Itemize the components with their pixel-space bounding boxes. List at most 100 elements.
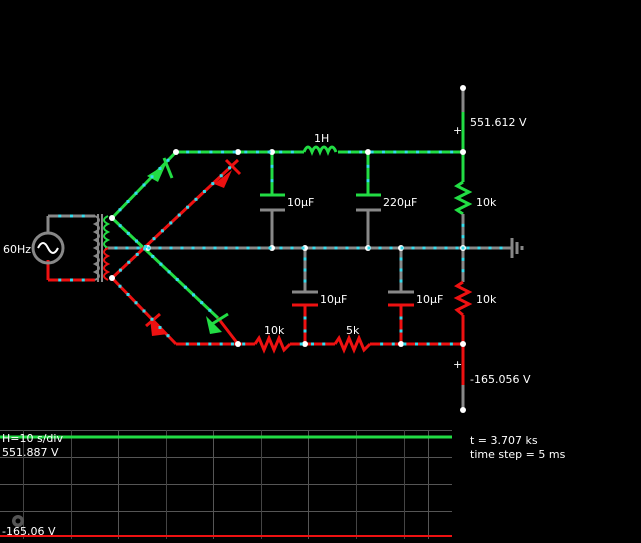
gear-icon[interactable] bbox=[12, 515, 24, 527]
current-dot bbox=[378, 246, 382, 250]
resistor-series-2-icon[interactable] bbox=[333, 334, 372, 354]
current-dot bbox=[160, 229, 164, 233]
current-dot bbox=[158, 246, 162, 250]
current-dot bbox=[158, 167, 162, 170]
current-dot bbox=[125, 246, 129, 250]
current-dot bbox=[322, 342, 326, 346]
current-dot bbox=[268, 246, 272, 250]
transformer-icon[interactable] bbox=[92, 214, 111, 282]
current-dot bbox=[197, 150, 201, 154]
current-dot bbox=[461, 257, 465, 261]
current-dot bbox=[211, 182, 215, 186]
resistor-bottom-icon[interactable] bbox=[453, 248, 473, 317]
current-dot bbox=[399, 257, 403, 261]
current-dot bbox=[147, 246, 151, 250]
plus-sign-bottom: + bbox=[453, 358, 463, 371]
current-dot bbox=[134, 301, 138, 305]
capacitor-1-icon[interactable] bbox=[260, 193, 285, 212]
positive-rail[interactable] bbox=[110, 127, 465, 320]
current-dot bbox=[391, 342, 395, 346]
current-dot bbox=[366, 164, 370, 168]
scope-panel[interactable]: H=10 s/div 551.887 V -165.06 V bbox=[0, 430, 452, 539]
current-dot bbox=[399, 329, 403, 333]
source-wiring[interactable] bbox=[46, 214, 95, 232]
current-dot bbox=[449, 342, 453, 346]
current-dot bbox=[142, 183, 146, 187]
current-dot bbox=[290, 150, 294, 154]
scope-min-voltage: -165.06 V bbox=[2, 525, 56, 538]
current-dot bbox=[158, 326, 162, 329]
capacitor-3-icon[interactable] bbox=[292, 290, 318, 307]
current-dot bbox=[166, 334, 170, 338]
current-dot bbox=[208, 342, 212, 346]
diode-bottom-right-icon[interactable] bbox=[206, 312, 229, 334]
circuit-canvas[interactable] bbox=[0, 0, 641, 430]
current-dot bbox=[461, 246, 465, 250]
current-dot bbox=[426, 342, 430, 346]
current-dot bbox=[381, 150, 385, 154]
current-dot bbox=[312, 246, 316, 250]
current-dot bbox=[118, 268, 122, 272]
current-dot bbox=[70, 278, 73, 282]
current-dot bbox=[367, 246, 371, 250]
inductor-icon[interactable] bbox=[302, 145, 338, 157]
current-dot bbox=[461, 223, 465, 227]
current-dot bbox=[209, 150, 213, 154]
ground-rail[interactable] bbox=[105, 210, 512, 292]
current-dot bbox=[150, 175, 154, 179]
current-dot bbox=[303, 316, 307, 320]
current-dot bbox=[118, 284, 122, 288]
resistor-series-1-icon[interactable] bbox=[253, 334, 292, 354]
current-dot bbox=[301, 246, 305, 250]
resistor-series-2-label: 5k bbox=[346, 324, 360, 337]
current-dot bbox=[197, 342, 201, 346]
current-dot bbox=[180, 246, 184, 250]
current-dot bbox=[151, 254, 155, 258]
current-dot bbox=[202, 246, 206, 250]
current-dot bbox=[159, 262, 163, 266]
scope-max-voltage: 551.887 V bbox=[2, 446, 59, 459]
current-dot bbox=[246, 246, 250, 250]
current-dot bbox=[303, 268, 307, 272]
current-dot bbox=[81, 278, 85, 282]
current-dot bbox=[444, 246, 448, 250]
current-dot bbox=[169, 221, 173, 225]
current-dot bbox=[455, 246, 459, 250]
current-dot bbox=[433, 246, 437, 250]
scope-grid bbox=[0, 430, 452, 539]
current-dot bbox=[488, 246, 492, 250]
resistor-top-icon[interactable] bbox=[453, 180, 473, 248]
capacitor-2-label: 220µF bbox=[383, 196, 418, 209]
current-dot bbox=[416, 150, 420, 154]
current-dot bbox=[232, 150, 236, 154]
current-dot bbox=[118, 208, 122, 212]
diode-top-right-icon[interactable] bbox=[214, 158, 242, 188]
current-dot bbox=[438, 342, 442, 346]
voltage-top-label: 551.612 V bbox=[470, 116, 527, 129]
current-dot bbox=[186, 205, 190, 209]
current-dot bbox=[169, 246, 173, 250]
current-dot bbox=[127, 260, 131, 264]
current-dot bbox=[366, 179, 370, 183]
current-dot bbox=[389, 246, 393, 250]
capacitor-4-label: 10µF bbox=[416, 293, 444, 306]
ground-icon[interactable] bbox=[510, 238, 524, 258]
current-dot bbox=[191, 246, 195, 250]
capacitor-1-label: 10µF bbox=[287, 196, 315, 209]
current-dot bbox=[208, 308, 212, 312]
current-dot bbox=[356, 246, 360, 250]
plus-sign-top: + bbox=[453, 124, 463, 137]
current-dot bbox=[290, 246, 294, 250]
current-dot bbox=[477, 246, 481, 250]
current-dot bbox=[192, 293, 196, 297]
inductor-label: 1H bbox=[314, 132, 330, 145]
current-dot bbox=[219, 342, 223, 346]
current-dot bbox=[126, 200, 130, 203]
current-dot bbox=[404, 150, 408, 154]
ac-source-icon[interactable] bbox=[31, 231, 65, 265]
current-dot bbox=[359, 150, 363, 154]
current-dot bbox=[466, 246, 470, 250]
capacitor-4-icon[interactable] bbox=[388, 290, 414, 307]
capacitor-2-icon[interactable] bbox=[356, 193, 381, 212]
current-dot bbox=[279, 246, 283, 250]
